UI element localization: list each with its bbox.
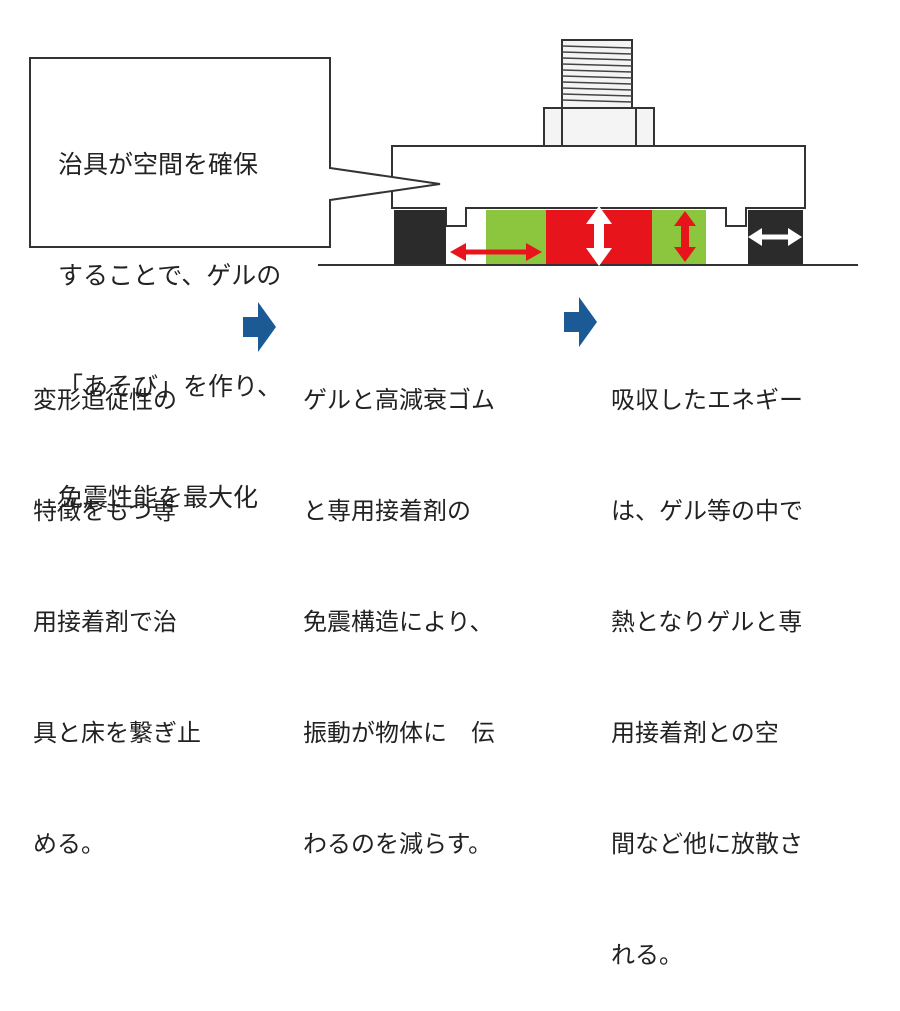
step-line: と専用接着剤の xyxy=(303,497,471,525)
thread-line xyxy=(561,87,633,91)
step-line: わるのを減らす。 xyxy=(303,830,493,858)
rubber-block-left xyxy=(546,210,598,264)
callout-line: 「あそび」を作り、 xyxy=(58,372,283,401)
step-line: 吸収したエネギー xyxy=(611,386,803,414)
thread-line xyxy=(561,51,633,55)
step-line: 間など他に放散さ xyxy=(611,830,803,858)
vibration-isolation-diagram xyxy=(29,39,858,352)
horizontal-red-arrow xyxy=(450,243,542,261)
flow-arrow-1-icon xyxy=(243,302,276,352)
step-line: 特徴をもつ専 xyxy=(33,497,177,525)
thread-line xyxy=(561,57,633,61)
step-2-description: ゲルと高減衰ゴム と専用接着剤の 免震構造により、 振動が物体に 伝 わるのを減… xyxy=(303,308,495,900)
callout-line: 治具が空間を確保 xyxy=(58,150,259,179)
thread-line xyxy=(561,63,633,67)
step-3-description: 吸収したエネギー は、ゲル等の中で 熱となりゲルと専 用接着剤との空 間など他に… xyxy=(611,308,803,1011)
jig-body xyxy=(391,145,806,227)
callout-line: することで、ゲルの xyxy=(58,261,282,290)
step-line: 変形追従性の xyxy=(33,386,177,414)
bolt-nut xyxy=(543,107,655,147)
step-line: 用接着剤で治 xyxy=(33,608,177,636)
flow-arrow-2-icon xyxy=(564,297,597,347)
vertical-white-arrow xyxy=(586,206,612,266)
gel-block-right xyxy=(652,210,706,264)
callout-text: 治具が空間を確保 することで、ゲルの 「あそび」を作り、 免震性能を最大化 xyxy=(58,72,282,553)
step-line: 熱となりゲルと専 xyxy=(611,608,803,636)
step-line: は、ゲル等の中で xyxy=(611,497,803,525)
step-line: 用接着剤との空 xyxy=(611,719,779,747)
vertical-red-arrow xyxy=(674,211,696,262)
thread-line xyxy=(561,93,633,97)
horizontal-white-arrow xyxy=(748,228,802,246)
callout-bubble xyxy=(29,57,441,248)
thread-line xyxy=(561,99,633,103)
step-line: 振動が物体に 伝 xyxy=(303,719,495,747)
thread-line xyxy=(561,75,633,79)
step-1-description: 変形追従性の 特徴をもつ専 用接着剤で治 具と床を繋ぎ止 める。 xyxy=(33,308,201,900)
bolt-threads xyxy=(561,45,633,103)
gel-block-left xyxy=(486,210,546,264)
step-line: ゲルと高減衰ゴム xyxy=(303,386,495,414)
step-line: 具と床を繋ぎ止 xyxy=(33,719,201,747)
adhesive-block-left xyxy=(394,210,446,264)
step-line: 免震構造により、 xyxy=(303,608,494,636)
thread-line xyxy=(561,69,633,73)
callout-line: 免震性能を最大化 xyxy=(58,483,259,512)
thread-line xyxy=(561,45,633,49)
step-line: める。 xyxy=(33,830,105,858)
bolt xyxy=(543,39,655,147)
step-line: れる。 xyxy=(611,941,683,969)
thread-line xyxy=(561,81,633,85)
